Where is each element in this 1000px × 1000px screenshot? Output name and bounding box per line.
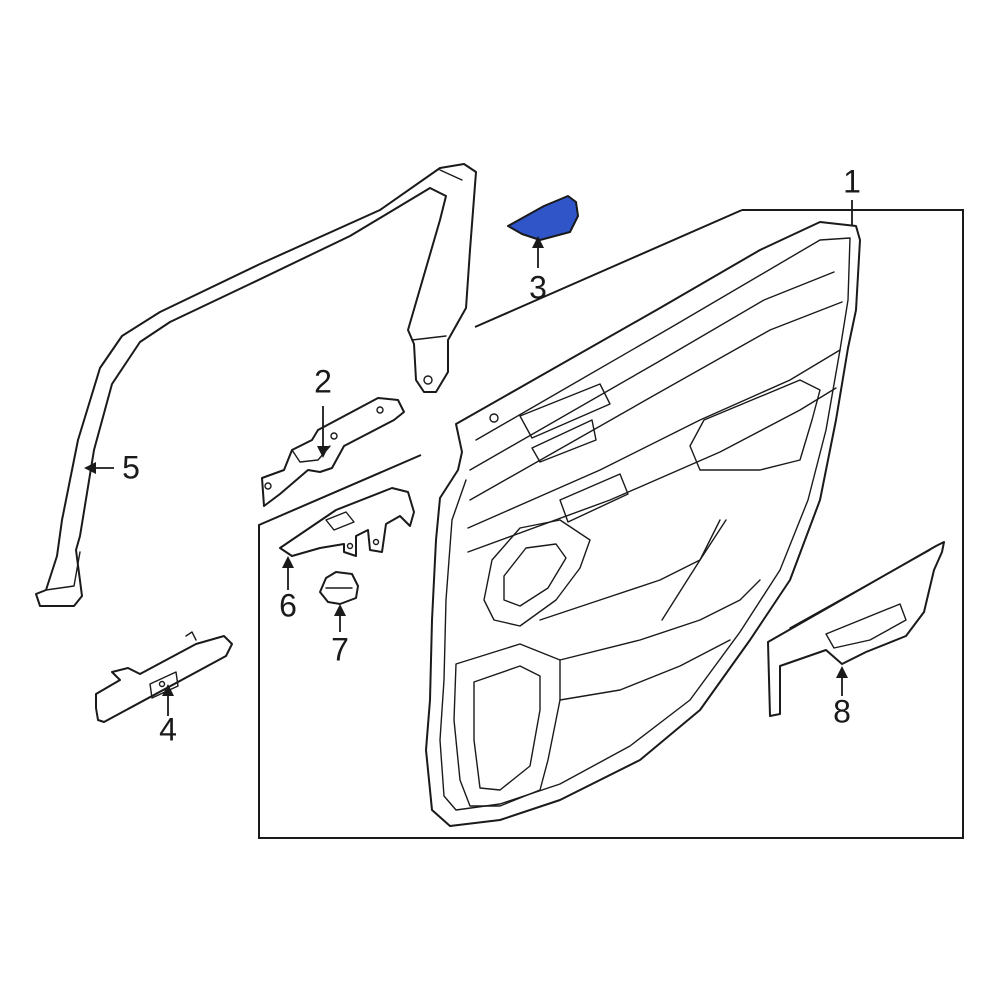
highlighted-part-shape (507, 195, 579, 241)
callout-7: 7 (331, 631, 349, 667)
part-5-window-frame-molding (35, 163, 477, 607)
assembly-frame-edge (474, 209, 743, 328)
callout-3: 3 (529, 269, 547, 305)
callout-8: 8 (833, 693, 851, 729)
callout-1: 1 (843, 163, 861, 199)
callout-4: 4 (159, 711, 177, 747)
leaders (84, 200, 853, 716)
part-1-door-trim-panel (425, 221, 861, 827)
part-3-trim-cover (507, 195, 579, 241)
part-8-map-pocket-trim (767, 541, 945, 717)
callout-2: 2 (314, 363, 332, 399)
callout-5: 5 (122, 449, 140, 485)
part-4-switch-bezel (95, 631, 233, 723)
callout-6: 6 (279, 587, 297, 623)
part-6-switch-panel (279, 487, 415, 557)
assembly-frame (258, 209, 964, 839)
callout-labels: 1 2 3 4 5 6 7 8 (122, 163, 861, 747)
part-7-switch (319, 571, 359, 605)
part-2-bracket (261, 397, 405, 507)
